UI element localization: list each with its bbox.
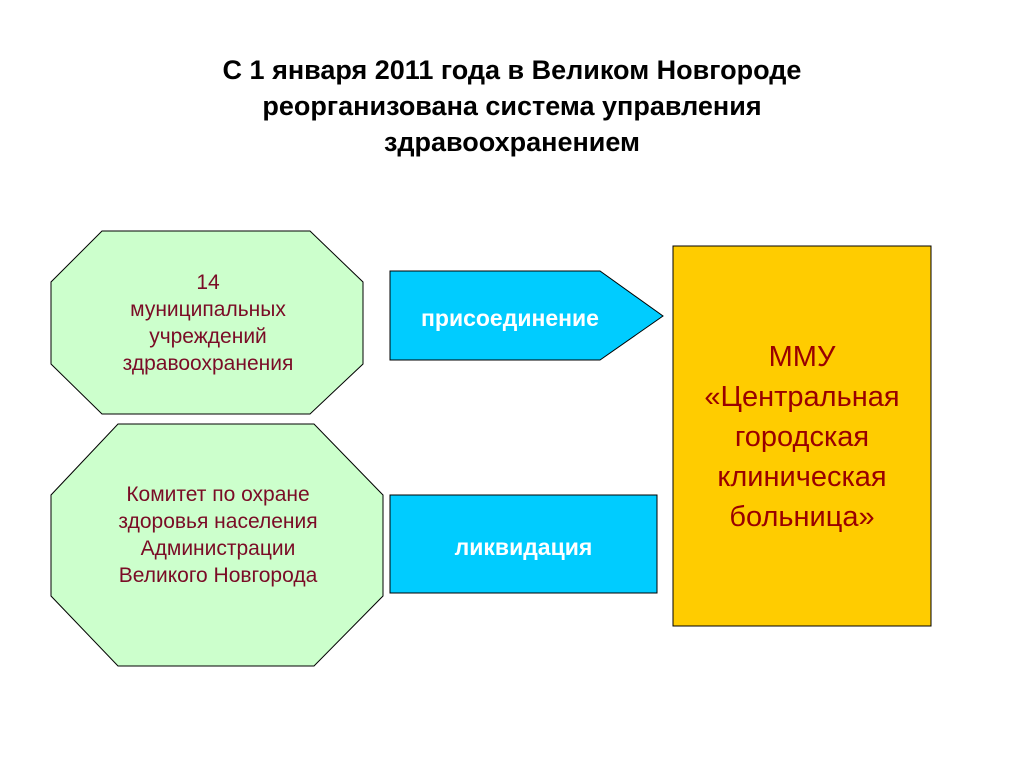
title-line-1: С 1 января 2011 года в Великом Новгороде <box>222 55 802 85</box>
action-bottom-label: ликвидация <box>390 525 657 569</box>
source-bottom-line-4: Великого Новгорода <box>118 564 318 587</box>
action-top-text: присоединение <box>421 304 599 331</box>
source-top-label: 14 муниципальных учреждений здравоохране… <box>60 236 356 410</box>
result-line-3: городская <box>734 421 870 453</box>
source-top-line-4: здравоохранения <box>122 352 294 375</box>
source-bottom-label: Комитет по охране здоровья населения Адм… <box>60 424 376 646</box>
result-line-1: ММУ <box>768 341 836 373</box>
result-label: ММУ «Центральная городская клиническая б… <box>673 332 931 542</box>
source-bottom-octagon <box>50 423 384 667</box>
action-top-label: присоединение <box>390 296 630 340</box>
source-bottom-line-3: Администрации <box>140 537 296 560</box>
source-bottom-line-1: Комитет по охране <box>126 483 310 506</box>
title-line-2: реорганизована система управления <box>262 91 762 121</box>
title-line-3: здравоохранением <box>383 127 640 157</box>
source-top-line-2: муниципальных <box>130 298 286 321</box>
action-bottom-box <box>389 494 658 594</box>
source-top-line-3: учреждений <box>149 325 267 348</box>
result-line-5: больница» <box>729 501 875 533</box>
result-box <box>672 245 932 627</box>
action-bottom-text: ликвидация <box>454 533 593 560</box>
source-top-octagon <box>50 230 364 415</box>
page-title: С 1 января 2011 года в Великом Новгороде… <box>112 52 912 160</box>
source-bottom-line-2: здоровья населения <box>118 510 318 533</box>
source-top-line-1: 14 <box>196 271 220 294</box>
result-line-2: «Центральная <box>704 381 900 413</box>
result-line-4: клиническая <box>717 461 887 493</box>
action-top-arrow <box>389 270 664 361</box>
